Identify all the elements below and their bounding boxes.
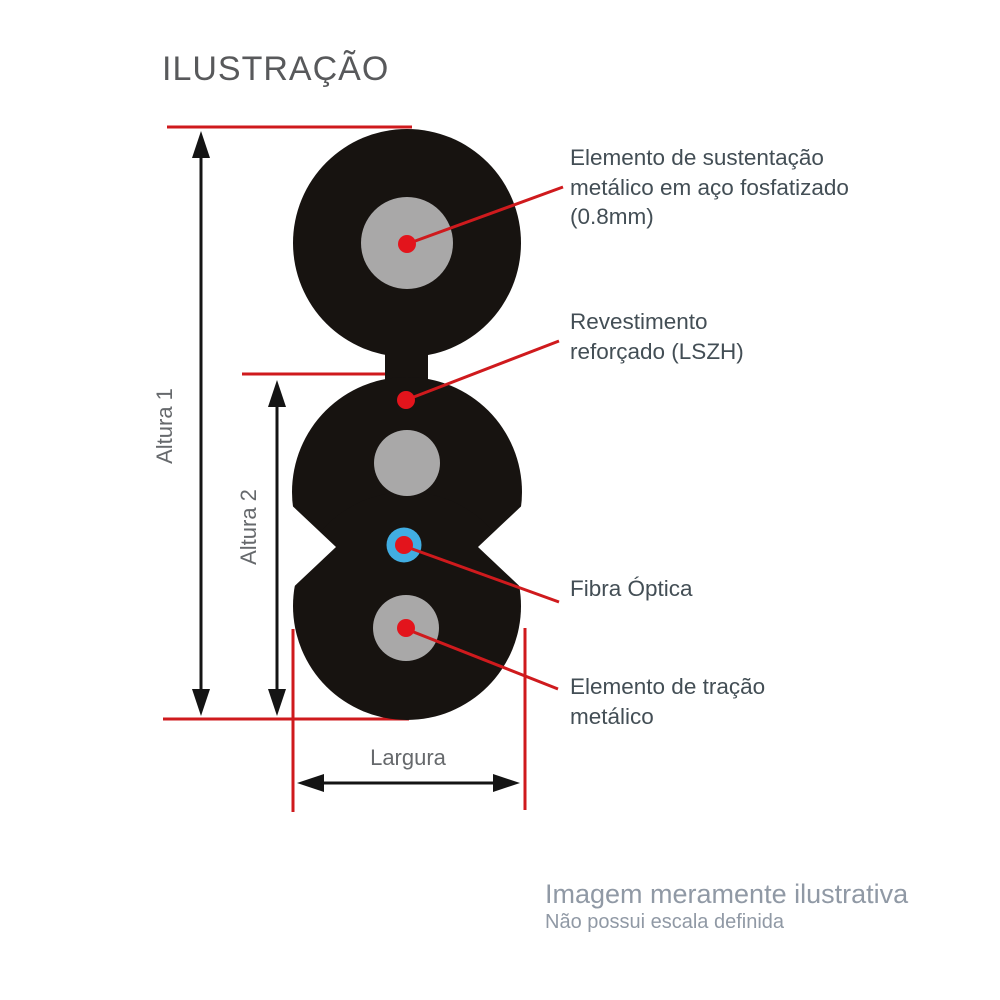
altura2-label: Altura 2	[236, 489, 261, 565]
annotation-sustentacao-line2: metálico em aço fosfatizado	[570, 174, 849, 200]
altura1-label: Altura 1	[152, 388, 177, 464]
notch-left	[284, 498, 336, 596]
footer-disclaimer-sub: Não possui escala definida	[545, 911, 785, 933]
notch-right	[478, 498, 530, 596]
annotation-sustentacao: Elemento de sustentação metálico em aço …	[570, 143, 849, 232]
largura-label: Largura	[370, 745, 446, 770]
strength-member-upper-circle	[374, 430, 440, 496]
leader-sustentacao	[406, 185, 564, 246]
annotation-revestimento: Revestimento reforçado (LSZH)	[570, 307, 744, 366]
leader-tracao	[405, 627, 559, 691]
largura-arrow	[297, 774, 520, 792]
annotation-sustentacao-line1: Elemento de sustentação	[570, 145, 824, 170]
footer-disclaimer-main: Imagem meramente ilustrativa	[545, 879, 909, 909]
leader-revestimento	[405, 339, 560, 402]
dot-sustentacao	[398, 235, 416, 253]
annotation-revestimento-line2: reforçado (LSZH)	[570, 338, 744, 364]
annotation-sustentacao-line3: (0.8mm)	[570, 204, 654, 229]
annotation-tracao-line2: metálico	[570, 703, 654, 729]
leader-fibra	[403, 544, 560, 604]
dot-tracao	[397, 619, 415, 637]
altura1-arrow	[192, 131, 210, 716]
altura2-arrow	[268, 380, 286, 716]
annotation-fibra: Fibra Óptica	[570, 574, 693, 604]
page-title: ILUSTRAÇÃO	[162, 50, 390, 88]
dot-fibra	[395, 536, 413, 554]
annotation-fibra-line1: Fibra Óptica	[570, 576, 693, 601]
annotation-tracao-line1: Elemento de tração	[570, 674, 766, 699]
annotation-tracao: Elemento de tração metálico	[570, 672, 765, 731]
annotation-revestimento-line1: Revestimento	[570, 309, 708, 334]
dot-revestimento	[397, 391, 415, 409]
